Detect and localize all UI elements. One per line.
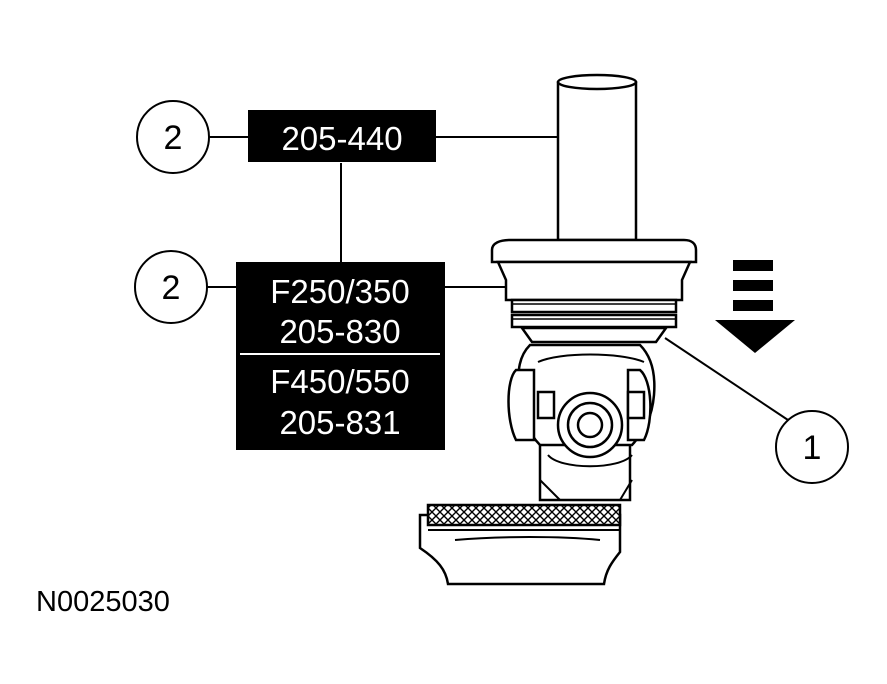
down-arrow-icon xyxy=(715,260,795,353)
tool-label-205-830-831: F250/350 205-830 F450/550 205-831 xyxy=(236,262,445,450)
figure-id: N0025030 xyxy=(36,586,170,618)
holding-fixture xyxy=(418,503,622,586)
callout-mid-number: 2 xyxy=(162,269,181,307)
tool-number-205-830: 205-830 xyxy=(279,313,400,350)
tool-model-f250-350: F250/350 xyxy=(270,273,409,310)
universal-joint xyxy=(507,343,656,502)
callout-top-number: 2 xyxy=(164,119,183,157)
tool-model-f450-550: F450/550 xyxy=(270,363,409,400)
installer-tool xyxy=(490,73,698,344)
leader-lines xyxy=(207,136,789,421)
tool-label-205-440: 205-440 xyxy=(248,110,436,162)
tool-number-205-831: 205-831 xyxy=(279,404,400,441)
callout-mid: 2 xyxy=(134,250,208,324)
callout-right-number: 1 xyxy=(803,429,822,467)
callout-right: 1 xyxy=(775,410,849,484)
callout-top: 2 xyxy=(136,100,210,174)
tool-number-top: 205-440 xyxy=(281,120,402,157)
